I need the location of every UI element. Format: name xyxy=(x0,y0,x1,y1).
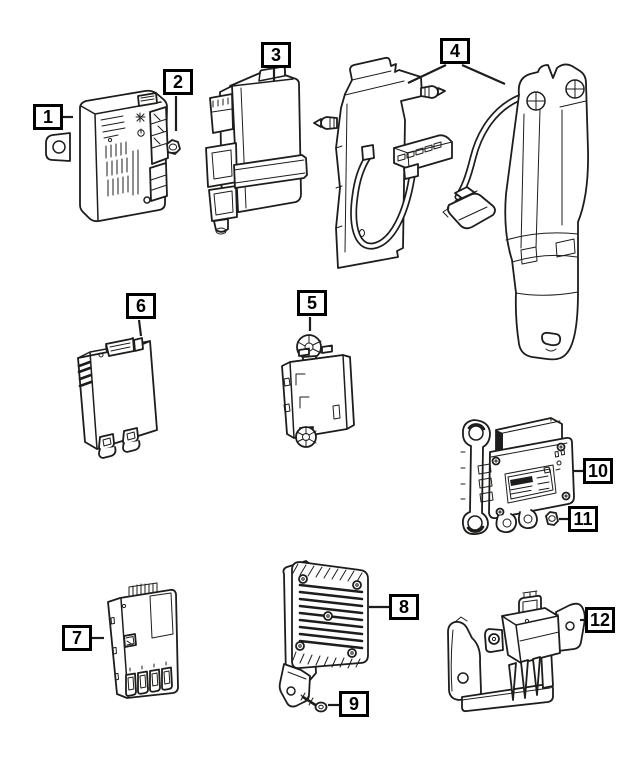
part-4-right-bracket-drawing xyxy=(442,63,589,361)
callout-2[interactable]: 2 xyxy=(163,69,193,95)
callout-10[interactable]: 10 xyxy=(583,458,614,484)
part-10-module-drawing xyxy=(460,417,575,535)
callout-8[interactable]: 8 xyxy=(389,594,419,620)
part-11-nut-drawing xyxy=(545,511,559,526)
callout-4[interactable]: 4 xyxy=(440,38,470,64)
callout-7[interactable]: 7 xyxy=(62,625,92,651)
part-5-module-drawing xyxy=(281,334,355,448)
callout-12[interactable]: 12 xyxy=(585,607,616,633)
part-8-module-drawing xyxy=(278,560,369,708)
callout-3[interactable]: 3 xyxy=(261,42,291,68)
part-4-left-bracket-drawing xyxy=(313,56,453,269)
leader-lines xyxy=(59,63,586,707)
part-12-sensor-drawing xyxy=(447,590,586,713)
callout-9[interactable]: 9 xyxy=(339,691,369,717)
callout-11[interactable]: 11 xyxy=(568,506,598,532)
part-6-module-drawing xyxy=(77,337,158,459)
callout-4-leader xyxy=(407,63,506,86)
part-7-module-drawing xyxy=(107,582,179,699)
part-2-nut-drawing xyxy=(166,139,181,155)
callout-6[interactable]: 6 xyxy=(126,293,156,319)
part-3-module-drawing xyxy=(205,65,308,235)
callout-5[interactable]: 5 xyxy=(297,290,327,316)
part-9-screw-drawing xyxy=(300,692,328,713)
part-1-module-drawing xyxy=(45,89,169,223)
callout-6-leader xyxy=(137,319,143,337)
callout-1[interactable]: 1 xyxy=(33,104,63,130)
